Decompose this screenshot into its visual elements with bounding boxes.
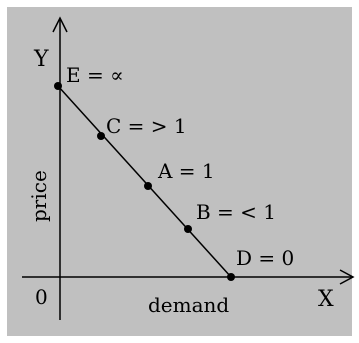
y-axis-arrow <box>52 16 68 33</box>
y-axis-letter: Y <box>33 47 49 72</box>
point-e <box>54 82 62 90</box>
point-e-label: E = ∝ <box>66 63 124 87</box>
x-axis-arrow <box>339 269 355 285</box>
x-axis-letter: X <box>318 287 334 312</box>
origin-label: 0 <box>35 285 48 309</box>
point-c-label: C = > 1 <box>106 114 187 138</box>
point-b-label: B = < 1 <box>196 200 276 224</box>
x-axis-title: demand <box>148 293 229 317</box>
diagram-background <box>7 7 352 336</box>
demand-line <box>57 85 232 278</box>
point-a-label: A = 1 <box>157 159 215 183</box>
point-a <box>144 182 152 190</box>
point-d-label: D = 0 <box>236 246 294 270</box>
point-c <box>97 132 105 140</box>
point-d <box>227 273 235 281</box>
point-b <box>184 225 192 233</box>
y-axis-title: price <box>27 170 51 222</box>
